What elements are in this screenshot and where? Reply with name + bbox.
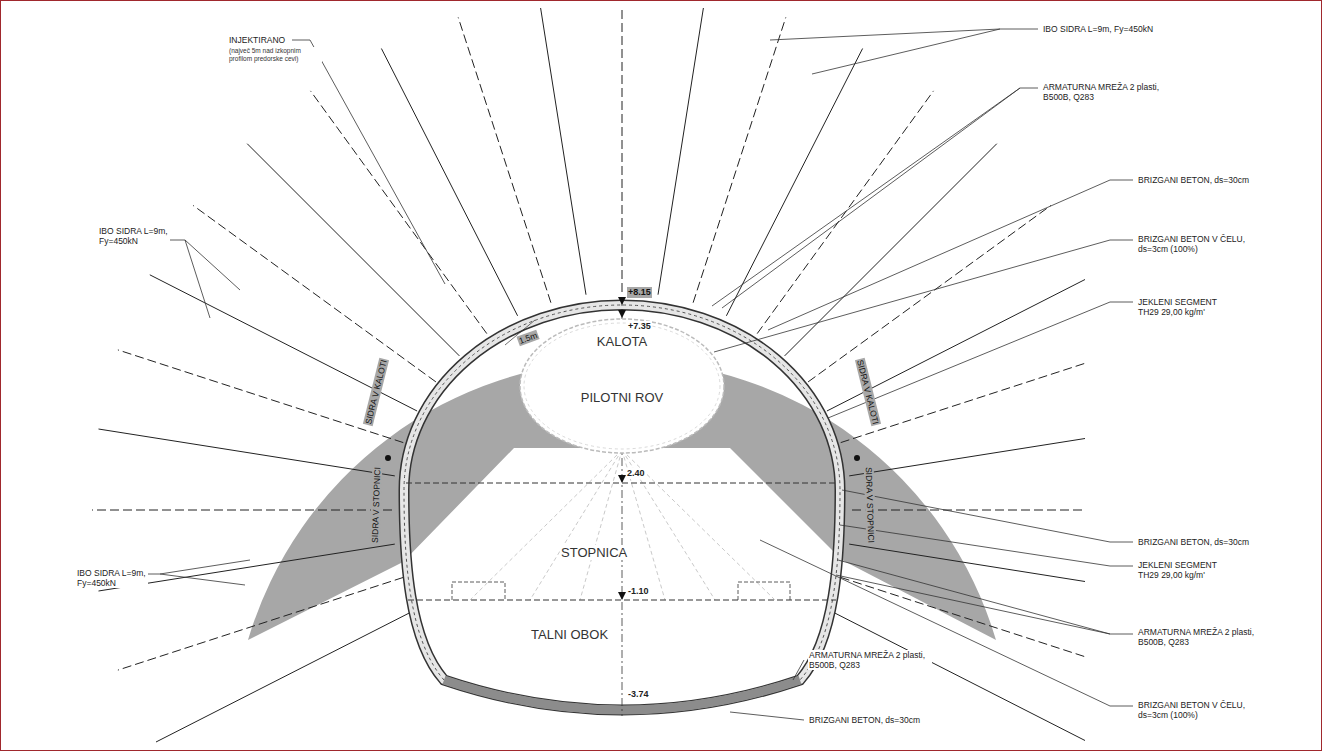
heading-name: KALOTA: [519, 334, 725, 349]
anchor-bar: [785, 144, 997, 356]
injection-note: INJEKTIRANO: [228, 35, 286, 45]
injection-note: (največ 5m nad izkopnim profilom predors…: [228, 47, 322, 62]
anchor-bar: [541, 8, 586, 295]
anchor-bar: [622, 8, 623, 292]
anchor-bar: [118, 577, 403, 670]
pilot-tunnel: KALOTA PILOTNI ROV: [519, 318, 725, 454]
anchor-bar: [156, 609, 417, 742]
division-dot: [385, 455, 391, 461]
steel-segment-callout: JEKLENI SEGMENT TH29 29,00 kg/m': [1137, 297, 1235, 317]
pilot-name: PILOTNI ROV: [519, 390, 725, 405]
face-shotcrete-callout: BRIZGANI BETON V ČELU, ds=3cm (100%): [1137, 234, 1269, 254]
anchor-zone-label: SIDRA V KALOTI: [363, 358, 389, 427]
anchor-callout: IBO SIDRA L=9m, Fy=450kN: [76, 568, 148, 588]
anchor-bar: [726, 49, 862, 316]
mesh-callout: ARMATURNA MREŽA 2 plasti, B500B, Q283: [1137, 627, 1261, 647]
level-mark: 2.40: [626, 468, 646, 479]
anchor-bar: [247, 144, 459, 356]
shotcrete-callout: BRIZGANI BETON, ds=30cm: [1137, 175, 1250, 185]
anchor-bar: [381, 49, 517, 316]
anchor-bar: [808, 206, 1051, 382]
heading-name: TALNI OBOK: [530, 627, 609, 642]
shotcrete-callout: BRIZGANI BETON, ds=30cm: [808, 715, 921, 725]
anchor-bar: [658, 8, 703, 295]
steel-segment-callout: JEKLENI SEGMENT TH29 29,00 kg/m': [1137, 560, 1235, 580]
anchor-callout: IBO SIDRA L=9m, Fy=450kN: [98, 226, 170, 246]
anchor-bar: [852, 510, 1085, 511]
bench-fan: [470, 450, 775, 600]
anchor-bar: [841, 363, 1085, 442]
anchor-bar: [311, 91, 487, 334]
level-mark: -3.74: [627, 689, 650, 700]
heading-name: STOPNICA: [560, 545, 628, 560]
shotcrete-callout: BRIZGANI BETON, ds=30cm: [1137, 537, 1250, 547]
anchor-bar: [849, 544, 1085, 581]
mesh-callout: ARMATURNA MREŽA 2 plasti, B500B, Q283: [808, 650, 932, 670]
anchor-bar: [193, 206, 436, 382]
anchor-callout: IBO SIDRA L=9m, Fy=450kN: [1042, 24, 1154, 34]
level-mark: +8.15: [627, 287, 652, 298]
anchor-bar: [92, 510, 392, 511]
level-mark: +7.35: [627, 321, 652, 332]
level-mark: -1.10: [627, 586, 650, 597]
anchor-bar: [849, 439, 1085, 476]
anchor-zone-label: SIDRA V KALOTI: [855, 358, 881, 427]
division-dot: [854, 455, 860, 461]
anchor-bar: [458, 17, 551, 302]
anchor-bar: [99, 429, 395, 476]
leader-lines: [144, 29, 1133, 720]
mesh-callout: ARMATURNA MREŽA 2 plasti, B500B, Q283: [1042, 82, 1166, 102]
face-shotcrete-callout: BRIZGANI BETON V ČELU, ds=3cm (100%): [1137, 700, 1269, 720]
anchor-bar: [118, 350, 403, 443]
anchor-bar: [693, 17, 786, 302]
anchor-group: [92, 8, 1085, 742]
